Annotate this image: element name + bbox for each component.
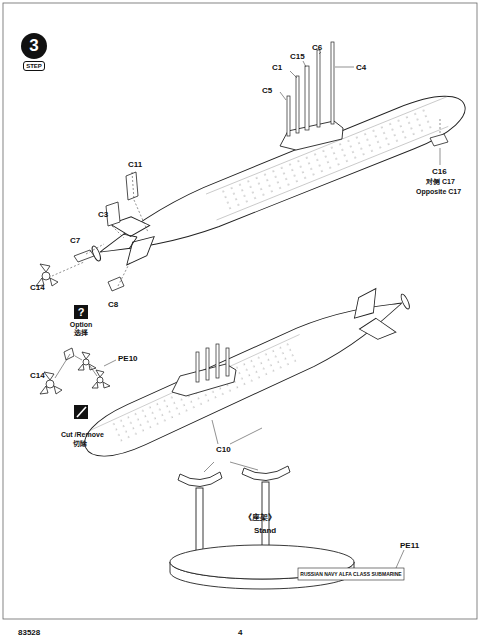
callout-number: C8 — [108, 300, 118, 309]
callout-number: C11 — [128, 160, 142, 169]
callout-number: C4 — [356, 63, 366, 72]
callout-number: C5 — [262, 86, 272, 95]
callout-number: Opposite C17 — [416, 187, 461, 196]
caption-text: Option — [70, 321, 93, 329]
caption-text: STEP — [23, 61, 45, 71]
callout-number: C16 — [432, 167, 447, 176]
callout-number: C15 — [290, 52, 305, 61]
callout-number: C3 — [98, 210, 108, 219]
callout-number: 对侧 C17 — [426, 177, 455, 186]
caption-text: 选择 — [74, 329, 88, 337]
callout-number: 切除 — [73, 439, 87, 448]
page-number: 4 — [238, 628, 242, 637]
symbol-text: ? — [74, 305, 88, 319]
nameplate-text: RUSSIAN NAVY ALFA CLASS SUBMARINE — [300, 571, 401, 577]
callout-number: C1 — [272, 63, 282, 72]
callout-number: 《座架》 — [244, 513, 276, 522]
callout-number: Stand — [254, 526, 276, 535]
callout-number: Cut /Remove — [61, 430, 104, 439]
callout-number: C7 — [70, 236, 80, 245]
step-badge: 3STEP — [21, 33, 47, 59]
callout-number: C14 — [30, 371, 45, 380]
option-icon: ?Option选择 — [74, 305, 88, 319]
callout-number: C6 — [312, 43, 322, 52]
callout-number: PE11 — [400, 541, 419, 550]
callout-number: C14 — [30, 283, 45, 292]
page-number: 83528 — [18, 628, 40, 637]
symbol-text: 3 — [21, 33, 47, 59]
callout-number: C10 — [216, 445, 231, 454]
callout-number: PE10 — [118, 354, 138, 363]
